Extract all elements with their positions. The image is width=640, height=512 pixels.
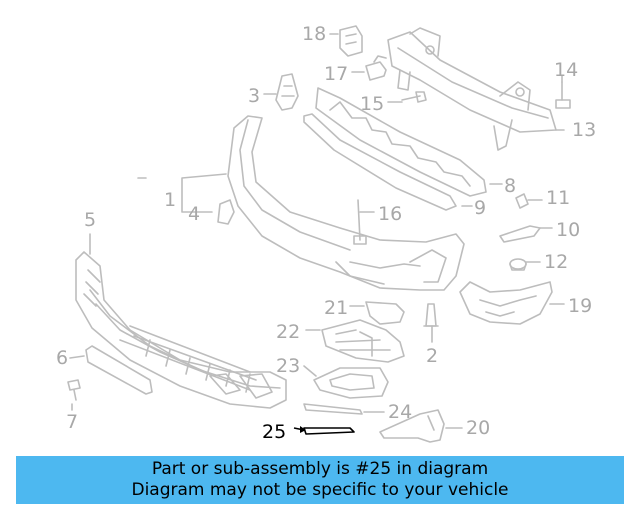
part-17-clip: [365, 55, 387, 81]
part-1-bumper-cover: [227, 115, 465, 291]
callout-18: 18: [302, 23, 326, 45]
callout-20: 20: [466, 417, 490, 439]
callout-19: 19: [568, 295, 592, 317]
callout-1: 1: [164, 189, 176, 211]
part-16-stud: [353, 199, 367, 245]
callout-25-highlighted: 25: [262, 421, 286, 443]
callout-10: 10: [556, 219, 580, 241]
part-10-trim: [499, 225, 541, 243]
callout-12: 12: [544, 251, 568, 273]
part-3-guide: [275, 73, 299, 111]
part-14-bolt: [555, 81, 571, 109]
part-20-moulding: [379, 409, 445, 443]
part-21-bracket: [365, 301, 405, 325]
part-13-reinforcement-bar: [387, 27, 557, 151]
callout-24: 24: [388, 401, 412, 423]
part-22-grille-insert: [321, 319, 405, 363]
banner-line-disclaimer: Diagram may not be specific to your vehi…: [131, 480, 509, 500]
callout-6: 6: [56, 347, 68, 369]
callout-13: 13: [572, 119, 596, 141]
callout-22: 22: [276, 321, 300, 343]
part-2-fastener: [423, 303, 439, 327]
part-9-upper-strip: [303, 113, 457, 211]
part-25-highlighted: [293, 426, 355, 435]
part-23-trim-frame: [313, 367, 389, 399]
part-5-lower-grille: [75, 251, 287, 409]
callout-9: 9: [474, 197, 486, 219]
part-15-screw: [401, 91, 427, 103]
callout-5: 5: [84, 209, 96, 231]
part-4-clip: [217, 199, 235, 225]
callout-8: 8: [504, 175, 516, 197]
part-8-absorber: [315, 87, 487, 197]
part-info-banner: Part or sub-assembly is #25 in diagram D…: [16, 456, 624, 504]
banner-line-part-number: Part or sub-assembly is #25 in diagram: [151, 459, 489, 479]
callout-2: 2: [426, 345, 438, 367]
callout-16: 16: [378, 203, 402, 225]
part-12-plug: [509, 258, 527, 271]
part-18-bracket: [339, 25, 363, 57]
callout-7: 7: [66, 411, 78, 433]
callout-17: 17: [324, 63, 348, 85]
part-11-clip: [515, 193, 529, 209]
callout-4: 4: [188, 203, 200, 225]
callout-15: 15: [360, 93, 384, 115]
callout-21: 21: [324, 297, 348, 319]
part-6-plate-bracket: [85, 345, 153, 395]
part-24-strip: [303, 403, 363, 415]
callout-3: 3: [248, 85, 260, 107]
part-19-bracket: [459, 281, 553, 325]
callout-11: 11: [546, 187, 570, 209]
callout-23: 23: [276, 355, 300, 377]
callout-14: 14: [554, 59, 578, 81]
part-7-screw: [67, 379, 81, 401]
